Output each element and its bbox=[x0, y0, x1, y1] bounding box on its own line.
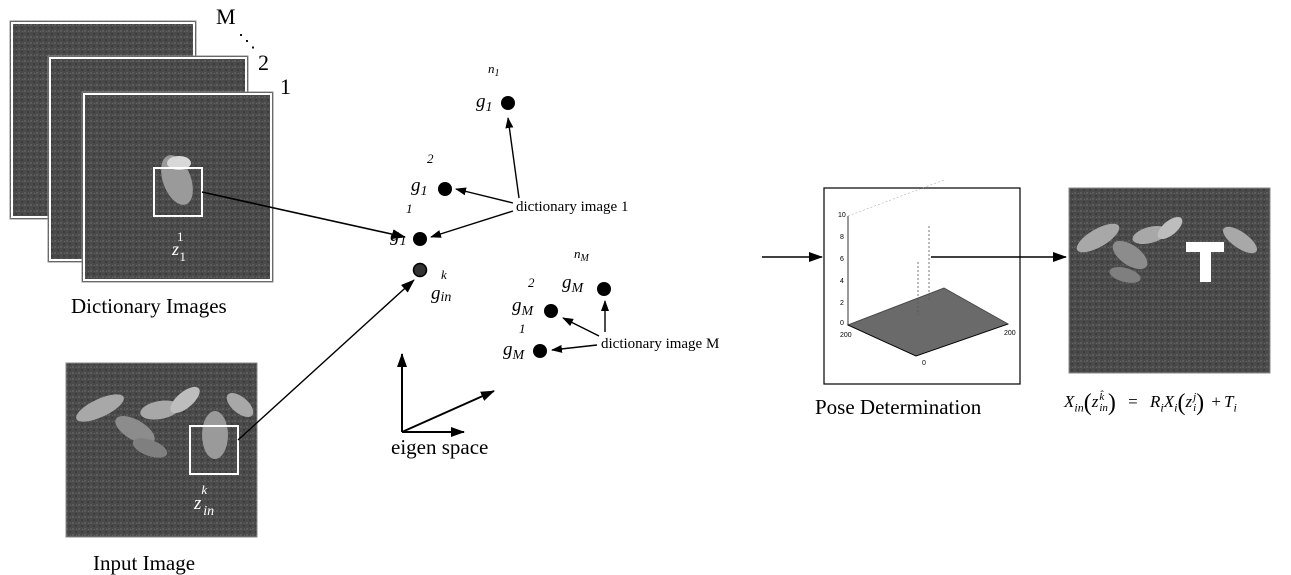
arrow-diM-to-gM2 bbox=[562, 317, 600, 337]
caption-dictionary-images: Dictionary Images bbox=[71, 294, 227, 318]
plot-tick-x-zero: 0 bbox=[922, 360, 926, 367]
result-image bbox=[1068, 187, 1271, 374]
plot-tick-z-2: 2 bbox=[840, 300, 844, 307]
input-image bbox=[65, 362, 258, 538]
plot-tick-z-6: 6 bbox=[840, 256, 844, 263]
point-g1-n1 bbox=[501, 96, 515, 110]
plot-tick-z-4: 4 bbox=[840, 278, 844, 285]
stack-label-M: M bbox=[216, 4, 236, 29]
dictionary-stack bbox=[9, 20, 274, 283]
stack-label-2: 2 bbox=[258, 50, 269, 75]
label-gM-nM: gM nM bbox=[562, 246, 589, 296]
arrow-di1-to-g11 bbox=[430, 210, 514, 238]
label-gM-2: gM 2 bbox=[512, 275, 535, 319]
plot-tick-x-right: 200 bbox=[1004, 330, 1016, 337]
plot-tick-z-top: 10 bbox=[838, 212, 846, 219]
arrow-di1-to-g1n1 bbox=[505, 117, 520, 199]
arrow-di1-to-g12 bbox=[455, 187, 514, 204]
label-gM-1: gM 1 bbox=[503, 321, 526, 363]
caption-pose-determination: Pose Determination bbox=[815, 395, 982, 419]
caption-input-image: Input Image bbox=[93, 551, 196, 575]
stack-dots: ⋱ bbox=[238, 31, 256, 51]
plot-tick-z-0: 0 bbox=[840, 320, 844, 327]
caption-eigen-space: eigen space bbox=[391, 435, 489, 459]
dict-z-label: z 1 1 bbox=[172, 229, 187, 264]
annotation-dict-image-M: dictionary image M bbox=[601, 336, 720, 352]
plot-tick-z-8: 8 bbox=[840, 234, 844, 241]
point-gM-2 bbox=[544, 304, 558, 318]
point-gin-k bbox=[412, 262, 428, 278]
label-gin-k: k gin bbox=[431, 267, 452, 305]
eigen-axes bbox=[397, 353, 495, 437]
input-window bbox=[189, 425, 239, 475]
input-z-label: z k in bbox=[194, 482, 215, 519]
pose-marker bbox=[1186, 242, 1224, 282]
input-objects bbox=[76, 386, 254, 459]
label-g1-n1: g1 n1 bbox=[476, 61, 500, 115]
point-gM-nM bbox=[597, 282, 611, 296]
point-g1-2 bbox=[438, 182, 452, 196]
label-g1-1: g1 1 bbox=[390, 201, 413, 249]
annotation-dict-image-1: dictionary image 1 bbox=[516, 199, 629, 215]
arrow-diM-to-gM1 bbox=[551, 344, 598, 353]
pose-plot bbox=[823, 179, 1021, 385]
arrow-input-to-gink bbox=[237, 279, 415, 441]
stack-label-1: 1 bbox=[280, 74, 291, 99]
point-gM-1 bbox=[533, 344, 547, 358]
plot-tick-x-left: 200 bbox=[840, 332, 852, 339]
arrow-dict-to-g11 bbox=[201, 191, 406, 240]
point-g1-1 bbox=[413, 232, 427, 246]
label-g1-2: g1 2 bbox=[411, 151, 434, 199]
